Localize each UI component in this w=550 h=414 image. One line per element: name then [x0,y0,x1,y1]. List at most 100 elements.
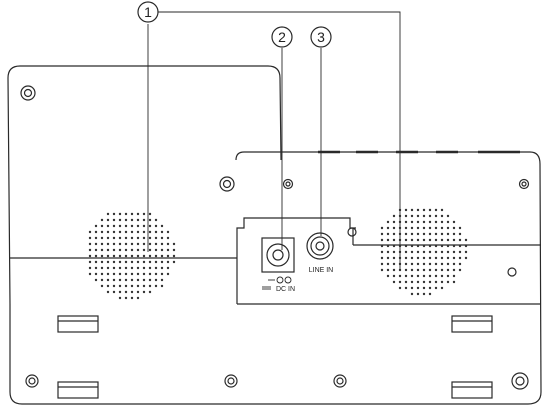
grille-hole [404,286,408,290]
grille-hole [404,232,408,236]
grille-hole [160,266,164,270]
grille-hole [440,214,444,218]
grille-hole [422,232,426,236]
grille-hole [422,292,426,296]
grille-hole [422,286,426,290]
grille-hole [130,218,134,222]
grille-hole [130,296,134,300]
grille-hole [118,296,122,300]
grille-hole [434,250,438,254]
feet-slots [57,315,493,399]
grille-hole [100,278,104,282]
grille-hole [136,254,140,258]
grille-hole [106,266,110,270]
grille-hole [142,272,146,276]
grille-hole [166,236,170,240]
grille-hole [100,272,104,276]
grille-hole [106,254,110,258]
grille-hole [124,218,128,222]
grille-hole [136,236,140,240]
grille-hole [386,232,390,236]
grille-hole [404,250,408,254]
grille-hole [136,284,140,288]
grille-hole [446,280,450,284]
grille-hole [452,268,456,272]
grille-hole [106,284,110,288]
grille-hole [154,218,158,222]
grille-hole [94,236,98,240]
grille-hole [118,242,122,246]
grille-hole [130,248,134,252]
dc-in-jack [261,237,295,273]
grille-hole [112,212,116,216]
grille-hole [142,218,146,222]
grille-hole [118,224,122,228]
grille-hole [106,218,110,222]
grille-hole [410,214,414,218]
grille-hole [386,226,390,230]
grille-hole [422,238,426,242]
grille-hole [106,248,110,252]
grille-hole [106,290,110,294]
grille-hole [410,208,414,212]
grille-hole [160,272,164,276]
grille-hole [380,244,384,248]
grille-hole [404,214,408,218]
grille-hole [386,238,390,242]
grille-hole [434,268,438,272]
grille-hole [112,272,116,276]
grille-hole [452,250,456,254]
grille-hole [136,260,140,264]
grille-hole [422,274,426,278]
grille-hole [142,248,146,252]
grille-hole [142,290,146,294]
grille-hole [410,268,414,272]
grille-hole [118,290,122,294]
grille-hole [130,272,134,276]
grille-hole [154,254,158,258]
grille-hole [428,274,432,278]
grille-hole [416,220,420,224]
grille-hole [124,278,128,282]
grille-hole [464,250,468,254]
grille-hole [94,272,98,276]
grille-hole [94,242,98,246]
grille-hole [136,272,140,276]
grille-hole [100,260,104,264]
grille-hole [136,266,140,270]
grille-hole [154,272,158,276]
grille-hole [416,286,420,290]
grille-hole [106,278,110,282]
grille-hole [416,208,420,212]
grille-hole [94,248,98,252]
grille-hole [428,286,432,290]
grille-hole [124,272,128,276]
grille-hole [106,224,110,228]
grille-hole [100,224,104,228]
grille-hole [380,268,384,272]
grille-hole [422,256,426,260]
grille-hole [94,254,98,258]
grille-hole [148,260,152,264]
grille-hole [422,250,426,254]
grille-hole [112,248,116,252]
grille-hole [142,284,146,288]
grille-hole [100,236,104,240]
grille-hole [410,244,414,248]
grille-hole [434,220,438,224]
line-in-label: LINE IN [309,267,334,274]
grille-hole [416,250,420,254]
grille-hole [118,266,122,270]
grille-hole [118,278,122,282]
grille-hole [416,274,420,278]
grille-hole [172,248,176,252]
grille-hole [148,266,152,270]
grille-hole [136,296,140,300]
grille-hole [452,262,456,266]
callout-1: 1 [137,1,159,23]
grille-hole [386,244,390,248]
grille-hole [422,226,426,230]
grille-hole [380,262,384,266]
grille-hole [428,244,432,248]
grille-hole [392,238,396,242]
